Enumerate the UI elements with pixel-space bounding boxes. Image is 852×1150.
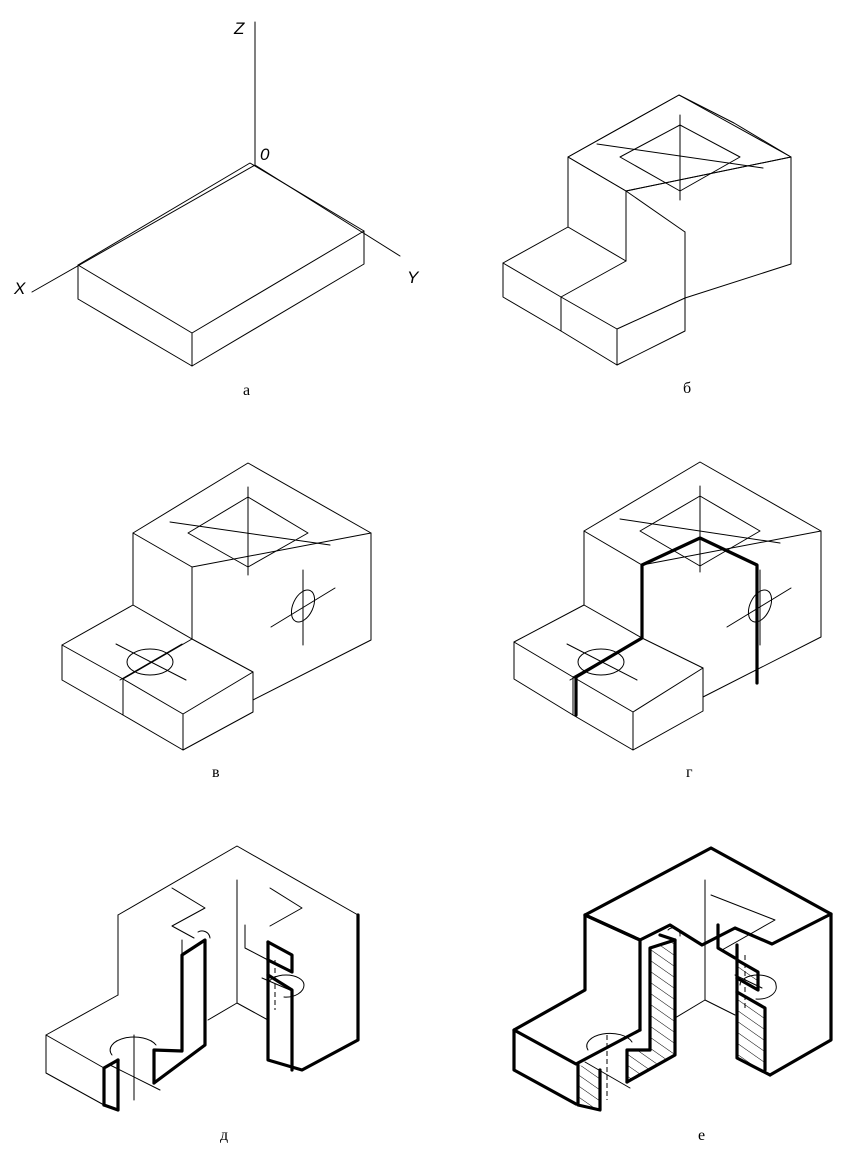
figure-e: е	[512, 846, 833, 1144]
figure-label-e: е	[698, 1127, 705, 1144]
hole-horizontal	[115, 643, 187, 681]
base-plate	[77, 162, 365, 367]
figure-b: б	[502, 94, 792, 397]
figure-label-v: в	[212, 764, 220, 781]
hole-vertical	[270, 569, 336, 646]
hole-cut	[109, 930, 305, 1101]
axis-y-label: Y	[407, 268, 420, 287]
part-outline	[513, 461, 822, 751]
axis-x-label: X	[13, 279, 26, 298]
figure-d: д	[45, 845, 360, 1144]
square-opening	[169, 486, 331, 576]
square-opening	[596, 114, 764, 201]
part-outline	[502, 94, 792, 366]
square-opening	[619, 485, 781, 573]
figure-a: Z 0 X Y а	[13, 19, 420, 399]
figure-label-d: д	[220, 1127, 228, 1144]
hole-vertical	[726, 569, 792, 646]
part-outline	[61, 462, 372, 751]
cutting-plane-lines	[574, 536, 759, 717]
figure-label-a: а	[243, 382, 250, 399]
hole-cut	[584, 927, 777, 1100]
hatched-sections	[576, 938, 772, 1112]
figure-v: в	[61, 462, 372, 781]
axis-z-label: Z	[233, 19, 245, 38]
figure-g: г	[513, 461, 822, 781]
figure-label-b: б	[683, 380, 691, 397]
figure-label-g: г	[686, 764, 693, 781]
coordinate-axes: Z 0 X Y	[13, 19, 420, 298]
section-edges	[102, 913, 360, 1112]
axis-origin-label: 0	[260, 145, 270, 164]
